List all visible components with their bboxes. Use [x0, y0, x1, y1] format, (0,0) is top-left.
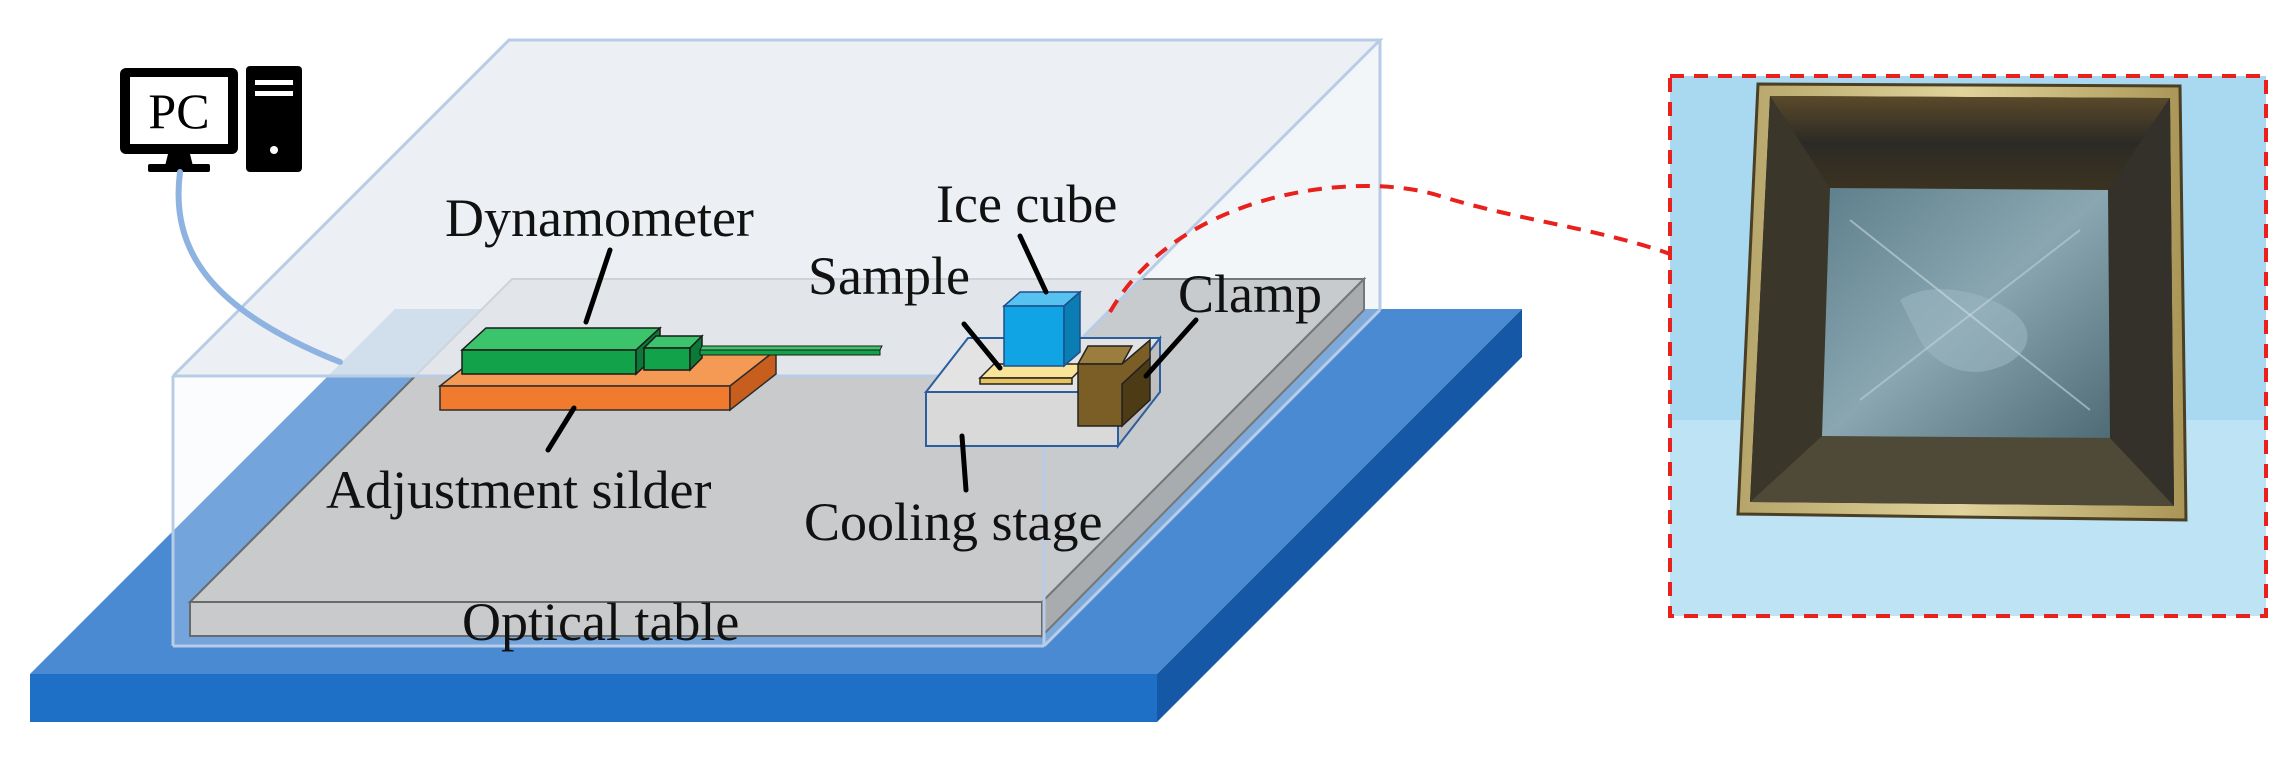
dynamometer: [460, 326, 883, 376]
sample-label: Sample: [808, 246, 970, 306]
leader-lines: [545, 233, 1199, 493]
adjustment-slider-label: Adjustment silder: [326, 460, 711, 520]
pc-label: PC: [148, 83, 209, 139]
dynamometer-label: Dynamometer: [445, 188, 754, 248]
ice-cube-label: Ice cube: [936, 174, 1117, 234]
cooling-stage-label: Cooling stage: [804, 492, 1102, 552]
ice-cube-photo-callout: [1668, 74, 2268, 618]
sample: [978, 363, 1088, 385]
optical-table-label: Optical table: [462, 592, 739, 652]
ice-cube: [1002, 290, 1082, 368]
clamp-label: Clamp: [1178, 264, 1322, 324]
clamp: [1076, 338, 1151, 428]
desktop-computer-icon: [120, 66, 302, 172]
pc-cable: [175, 169, 343, 365]
